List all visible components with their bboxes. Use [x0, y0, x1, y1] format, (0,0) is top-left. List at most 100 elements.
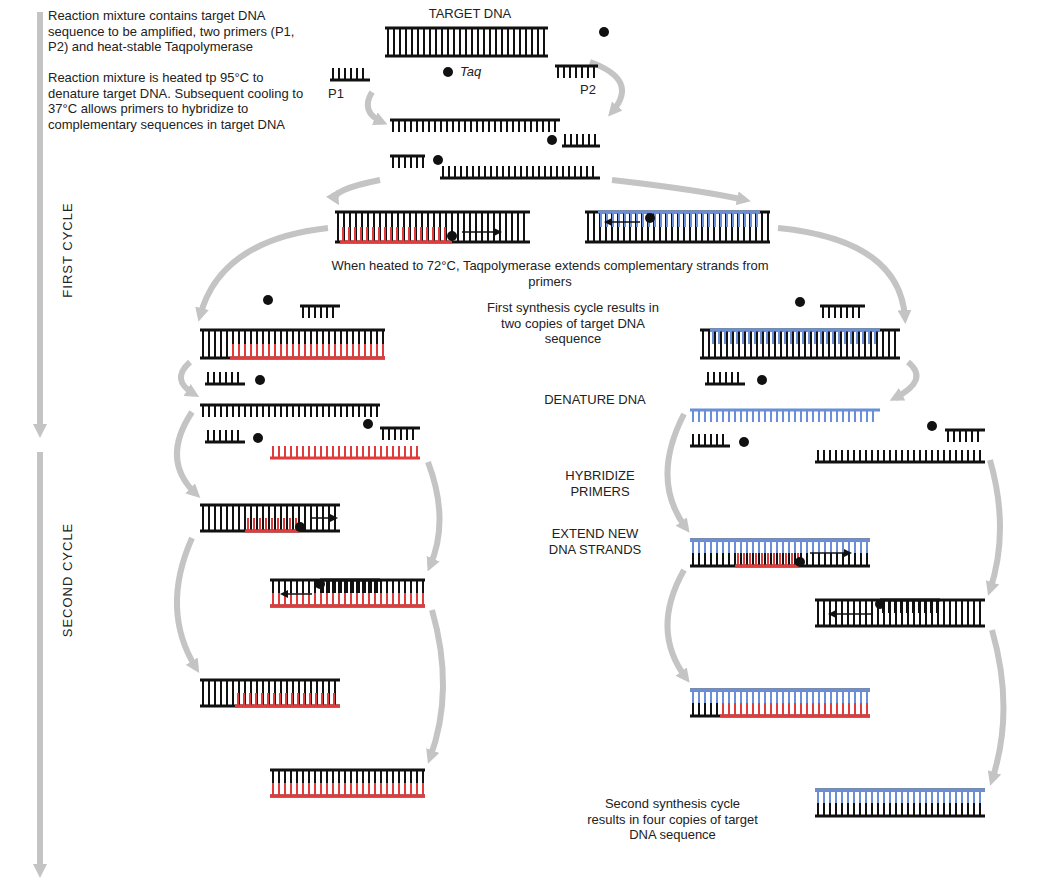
taq-polymerase — [795, 557, 805, 567]
dna-backbone — [270, 795, 425, 798]
taq-polymerase — [263, 295, 273, 305]
dna-bases — [723, 703, 867, 716]
step-arrow — [895, 362, 916, 398]
dna-bases — [338, 212, 524, 242]
dna-bases — [565, 134, 595, 146]
dna-backbone — [270, 605, 425, 608]
dna-backbone — [815, 789, 985, 792]
dna-backbone — [735, 565, 800, 568]
dna-backbone — [710, 329, 880, 332]
dna-strands — [200, 27, 985, 816]
dna-backbone — [815, 815, 985, 818]
dna-bases — [693, 540, 867, 553]
taq-polymerase — [927, 421, 937, 431]
taq-polymerase — [599, 27, 609, 37]
taq-polymerase — [255, 375, 265, 385]
extension-arrow — [830, 613, 872, 615]
dna-backbone — [205, 441, 245, 444]
dna-backbone — [690, 539, 870, 542]
dna-backbone — [815, 789, 985, 792]
dna-bases — [393, 120, 555, 132]
dna-bases — [693, 410, 873, 422]
dna-backbone — [270, 579, 425, 582]
step-arrow — [177, 538, 196, 668]
taq-polymerase — [757, 375, 767, 385]
dna-backbone — [385, 27, 548, 30]
step-arrow — [368, 92, 382, 122]
dna-backbone — [270, 605, 425, 608]
dna-backbone — [330, 79, 370, 82]
step-label: EXTEND NEW DNA STRANDS — [540, 526, 650, 557]
dna-bases — [818, 790, 980, 803]
taq-polymerase — [315, 579, 325, 589]
step-arrow — [428, 462, 440, 566]
taq-polymerase — [645, 213, 655, 223]
dna-backbone — [200, 679, 340, 682]
dna-bases — [273, 446, 417, 458]
dna-backbone — [230, 357, 385, 360]
dna-bases — [703, 330, 895, 358]
dna-backbone — [340, 241, 452, 244]
step-label: HYBRIDIZE PRIMERS — [535, 468, 665, 499]
dna-backbone — [245, 530, 300, 533]
taq-polymerase — [795, 297, 805, 307]
dna-bases — [203, 330, 383, 358]
extension-arrow — [810, 552, 850, 554]
dna-bases — [818, 600, 980, 626]
step-arrow — [992, 630, 1004, 780]
dna-backbone — [598, 211, 760, 214]
enzyme-label: Taq — [460, 64, 500, 80]
dna-bases — [203, 505, 335, 531]
step-label: DENATURE DNA — [540, 392, 650, 408]
dna-backbone — [690, 689, 870, 692]
dna-bases — [273, 593, 423, 606]
taq-polymerase — [363, 419, 373, 429]
dna-backbone — [270, 457, 420, 460]
dna-backbone — [200, 329, 385, 332]
taq-polymerase — [447, 231, 457, 241]
dna-bases — [948, 430, 978, 442]
taq-polymerase — [443, 67, 453, 77]
taq-polymerase — [253, 433, 263, 443]
dna-bases — [333, 68, 363, 80]
dna-backbone — [300, 305, 340, 308]
dna-backbone — [200, 404, 380, 407]
dna-bases — [823, 306, 859, 318]
taq-polymerase — [295, 522, 305, 532]
dna-backbone — [705, 383, 745, 386]
note-text: Reaction mixture contains target DNA seq… — [48, 8, 303, 55]
dna-backbone — [270, 795, 425, 798]
dna-bases — [818, 450, 980, 462]
primer-label: P2 — [580, 82, 610, 98]
dna-backbone — [690, 539, 870, 542]
dna-backbone — [200, 504, 340, 507]
extension-arrow — [606, 221, 640, 223]
dna-backbone — [690, 409, 880, 412]
dna-bases — [238, 693, 334, 706]
dna-bases — [273, 783, 423, 796]
step-arrow — [430, 610, 443, 758]
dna-backbone — [200, 357, 385, 360]
dna-backbone — [880, 599, 940, 602]
dna-bases — [208, 430, 238, 442]
dna-bases — [558, 66, 594, 78]
dna-bases — [443, 166, 593, 178]
dna-backbone — [700, 357, 900, 360]
process-arrows — [40, 12, 1004, 872]
dna-backbone — [690, 445, 730, 448]
dna-bases — [693, 690, 867, 703]
dna-backbone — [390, 119, 560, 122]
note-text: Reaction mixture is heated tp 95°C to de… — [48, 70, 310, 132]
step-arrow — [335, 180, 380, 200]
dna-bases — [273, 770, 423, 796]
primer-label: P1 — [328, 86, 358, 102]
dna-bases — [883, 600, 937, 613]
dna-bases — [203, 680, 335, 706]
dna-backbone — [585, 241, 770, 244]
dna-backbone — [700, 329, 900, 332]
dna-backbone — [270, 769, 425, 772]
extension-arrow — [310, 517, 336, 519]
step-arrow — [612, 180, 745, 200]
dna-backbone — [690, 689, 870, 692]
taq-polymerase — [875, 599, 885, 609]
